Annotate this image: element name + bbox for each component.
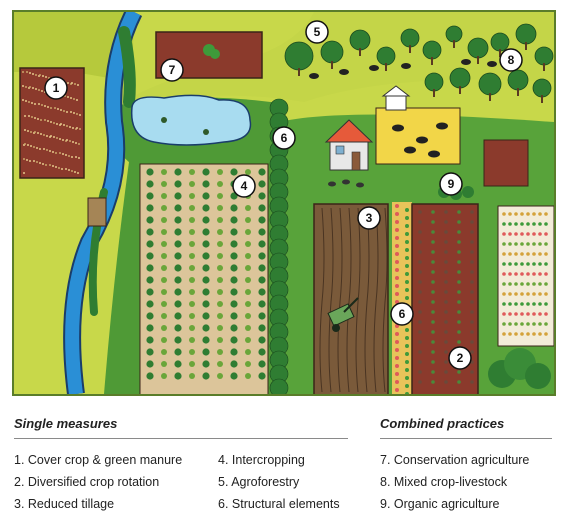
legend-item-4: 4. Intercropping bbox=[218, 453, 305, 467]
legend-item-2: 2. Diversified crop rotation bbox=[14, 475, 160, 489]
legend-item-1: 1. Cover crop & green manure bbox=[14, 453, 183, 467]
shrub-cluster bbox=[488, 348, 551, 389]
marker-8: 8 bbox=[499, 48, 523, 72]
livestock-paddock bbox=[375, 107, 461, 165]
marker-label: 6 bbox=[281, 131, 288, 145]
legend-divider bbox=[380, 438, 552, 439]
reed bbox=[203, 129, 209, 135]
reed bbox=[161, 117, 167, 123]
combined-practices-header: Combined practices bbox=[380, 416, 505, 431]
barn bbox=[381, 85, 411, 111]
legend: Single measures Combined practices 1. Co… bbox=[0, 404, 568, 518]
legend-divider bbox=[14, 438, 348, 439]
tillage-furrows bbox=[319, 207, 388, 393]
legend-item-6: 6. Structural elements bbox=[218, 497, 340, 511]
ducks bbox=[328, 179, 364, 188]
marker-label: 8 bbox=[508, 53, 515, 67]
crop-patch bbox=[210, 49, 220, 59]
marker-label: 6 bbox=[399, 307, 406, 321]
legend-item-8: 8. Mixed crop-livestock bbox=[380, 475, 508, 489]
flowers bbox=[395, 204, 409, 394]
marker-label: 2 bbox=[457, 351, 464, 365]
legend-item-5: 5. Agroforestry bbox=[218, 475, 300, 489]
marker-9: 9 bbox=[439, 172, 463, 196]
marker-3: 3 bbox=[357, 206, 381, 230]
landscape-svg: 1 2 3 4 5 6 6 7 8 9 bbox=[14, 12, 554, 394]
legend-item-3: 3. Reduced tillage bbox=[14, 497, 115, 511]
marker-label: 5 bbox=[314, 25, 321, 39]
organic-crop-rows bbox=[502, 212, 548, 336]
river bbox=[65, 12, 141, 394]
riparian-hedge bbox=[118, 26, 136, 108]
reduced-tillage-field bbox=[313, 203, 389, 394]
intercrop-rows bbox=[146, 168, 266, 380]
single-measures-header: Single measures bbox=[14, 416, 118, 431]
pond bbox=[130, 94, 252, 146]
hay-bale bbox=[87, 197, 107, 227]
marker-5: 5 bbox=[305, 20, 329, 44]
hedgerow bbox=[269, 98, 289, 394]
marker-label: 4 bbox=[241, 179, 248, 193]
tractor bbox=[327, 297, 359, 332]
farm-landscape-illustration: 1 2 3 4 5 6 6 7 8 9 bbox=[12, 10, 556, 396]
meadow-patch bbox=[14, 12, 134, 82]
marker-7: 7 bbox=[160, 58, 184, 82]
legend-item-9: 9. Organic agriculture bbox=[380, 497, 500, 511]
marker-6b: 6 bbox=[390, 302, 414, 326]
marker-label: 9 bbox=[448, 177, 455, 191]
marker-2: 2 bbox=[448, 346, 472, 370]
farmhouse bbox=[324, 119, 374, 171]
legend-item-7: 7. Conservation agriculture bbox=[380, 453, 530, 467]
organic-field bbox=[497, 205, 554, 347]
marker-4: 4 bbox=[232, 174, 256, 198]
marker-label: 3 bbox=[366, 211, 373, 225]
marker-label: 1 bbox=[53, 81, 60, 95]
livestock bbox=[392, 122, 448, 158]
agroforestry-trees bbox=[284, 23, 554, 103]
marker-label: 7 bbox=[169, 63, 176, 77]
small-field bbox=[483, 139, 529, 187]
marker-1: 1 bbox=[44, 76, 68, 100]
marker-6a: 6 bbox=[272, 126, 296, 150]
